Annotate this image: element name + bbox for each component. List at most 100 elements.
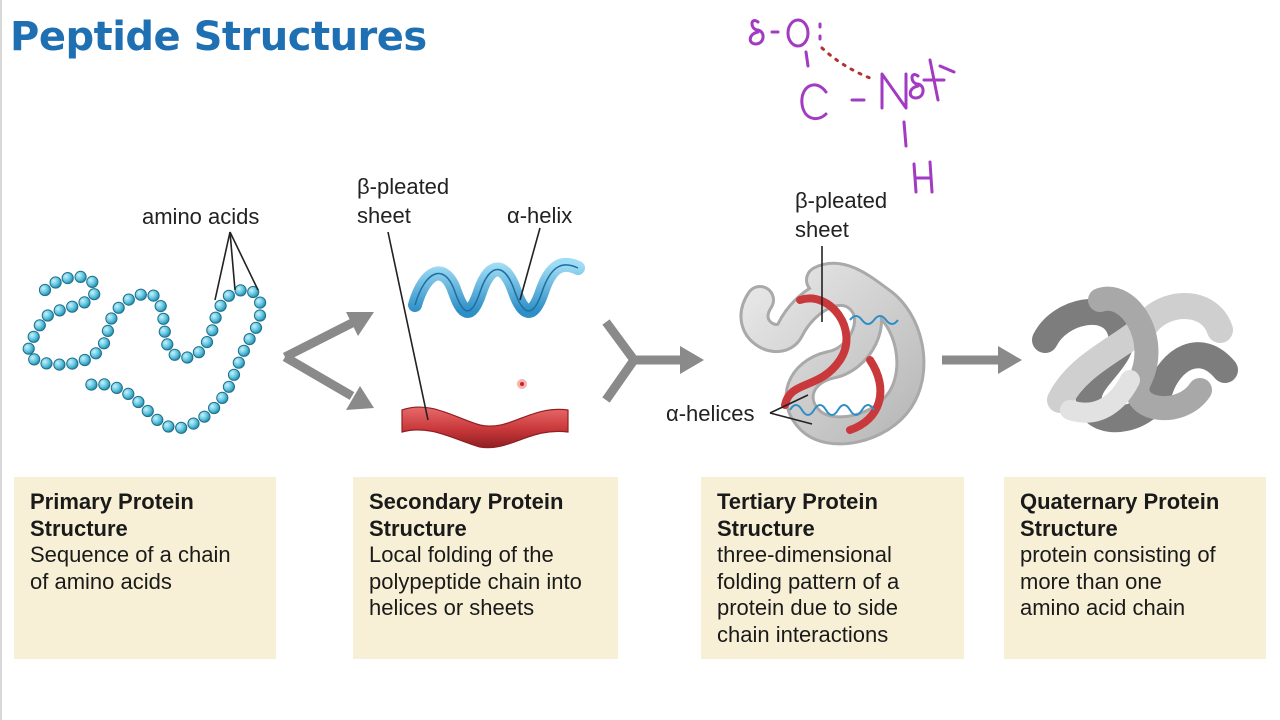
- amino-acid-bead: [234, 284, 247, 297]
- amino-acid-bead: [158, 325, 171, 338]
- amino-acid-bead: [254, 296, 267, 309]
- label-beta-sheet-secondary-1: β-pleated: [357, 174, 449, 199]
- amino-acid-bead: [74, 270, 87, 283]
- caption-quaternary-desc-1: protein consisting of: [1020, 542, 1216, 567]
- tertiary-structure: [739, 261, 926, 446]
- amino-acid-bead: [237, 344, 250, 357]
- amino-acid-bead: [162, 420, 175, 433]
- caption-tertiary-desc-1: three-dimensional: [717, 542, 892, 567]
- merge-arrow: [602, 319, 704, 403]
- amino-acid-bead: [175, 421, 188, 434]
- amino-acid-bead: [198, 410, 211, 423]
- amino-acid-bead: [181, 351, 194, 364]
- amino-acid-bead: [89, 347, 103, 360]
- amino-acid-bead: [61, 272, 74, 285]
- amino-acid-bead: [168, 348, 181, 361]
- amino-acid-bead: [209, 311, 222, 324]
- caption-quaternary-desc-3: amino acid chain: [1020, 595, 1186, 620]
- amino-acid-chain: [22, 270, 267, 434]
- caption-quaternary-desc-2: more than one: [1020, 568, 1162, 594]
- caption-primary-title-2: Structure: [30, 515, 128, 541]
- alpha-helix-ribbon: [408, 258, 585, 318]
- amino-acid-bead: [28, 353, 41, 366]
- amino-acid-bead: [112, 301, 125, 314]
- caption-tertiary-desc-2: folding pattern of a: [717, 568, 900, 594]
- quaternary-structure: [1032, 286, 1238, 433]
- amino-acid-bead: [243, 333, 256, 346]
- amino-acid-bead: [206, 324, 219, 337]
- amino-acid-bead: [78, 296, 91, 309]
- amino-acid-bead: [101, 324, 115, 337]
- label-alpha-helix: α-helix: [507, 203, 572, 228]
- split-arrow: [282, 312, 374, 410]
- label-alpha-helices: α-helices: [666, 401, 755, 426]
- amino-acid-bead: [66, 357, 79, 370]
- amino-acid-bead: [157, 312, 170, 325]
- amino-acid-bead: [222, 289, 235, 302]
- amino-acid-bead: [147, 289, 160, 302]
- amino-acid-bead: [253, 309, 267, 322]
- amino-acid-bead: [208, 401, 221, 415]
- amino-acids-pointer-lines: [214, 231, 259, 301]
- caption-tertiary: Tertiary Protein Structure three-dimensi…: [701, 477, 964, 659]
- caption-quaternary: Quaternary Protein Structure protein con…: [1004, 477, 1266, 659]
- amino-acid-bead: [78, 353, 91, 367]
- amino-acid-bead: [134, 288, 147, 301]
- amino-acid-bead: [141, 404, 154, 418]
- amino-acid-bead: [40, 357, 53, 370]
- amino-acid-bead: [49, 276, 62, 289]
- caption-secondary: Secondary Protein Structure Local foldin…: [353, 477, 618, 659]
- amino-acid-beads: [22, 270, 267, 434]
- amino-acid-bead: [66, 300, 79, 313]
- amino-acid-bead: [27, 330, 40, 343]
- amino-acid-bead: [192, 346, 205, 359]
- amino-acid-bead: [249, 321, 263, 334]
- amino-acid-bead: [22, 342, 35, 355]
- caption-quaternary-title-2: Structure: [1020, 515, 1118, 541]
- amino-acid-bead: [41, 309, 54, 322]
- amino-acid-bead: [85, 378, 98, 391]
- caption-tertiary-title-1: Tertiary Protein: [717, 489, 878, 514]
- caption-primary-desc-1: Sequence of a chain: [30, 542, 231, 567]
- slide-title: Peptide Structures: [10, 14, 427, 60]
- caption-tertiary-desc-4: chain interactions: [717, 621, 889, 647]
- amino-acid-bead: [86, 275, 99, 288]
- amino-acid-bead: [214, 299, 227, 312]
- amino-acid-bead: [38, 283, 52, 297]
- secondary-pointer-lines: [387, 227, 541, 421]
- amino-acid-bead: [122, 293, 135, 306]
- amino-acid-bead: [33, 319, 46, 332]
- caption-tertiary-desc-3: protein due to side: [717, 595, 899, 620]
- amino-acid-bead: [200, 336, 214, 349]
- amino-acid-bead: [151, 413, 164, 426]
- amino-acid-bead: [88, 288, 101, 301]
- label-beta-sheet-tertiary-2: sheet: [795, 217, 849, 242]
- amino-acid-bead: [105, 312, 118, 325]
- amino-acid-bead: [216, 391, 229, 404]
- amino-acid-bead: [232, 356, 245, 369]
- label-amino-acids: amino acids: [142, 204, 259, 229]
- caption-quaternary-title-1: Quaternary Protein: [1020, 489, 1220, 514]
- label-beta-sheet-tertiary-1: β-pleated: [795, 188, 887, 213]
- caption-primary-desc-2: of amino acids: [30, 568, 172, 594]
- caption-primary: Primary Protein Structure Sequence of a …: [14, 477, 276, 659]
- amino-acid-bead: [53, 304, 66, 317]
- amino-acid-bead: [110, 381, 123, 394]
- caption-tertiary-title-2: Structure: [717, 515, 815, 541]
- caption-secondary-desc-1: Local folding of the: [369, 542, 554, 567]
- amino-acid-bead: [161, 338, 174, 351]
- straight-arrow: [942, 346, 1022, 374]
- amino-acid-bead: [132, 395, 145, 409]
- caption-secondary-title-1: Secondary Protein: [369, 489, 564, 514]
- amino-acid-bead: [98, 378, 111, 391]
- amino-acid-bead: [227, 368, 241, 381]
- amino-acid-bead: [97, 337, 111, 350]
- caption-secondary-desc-2: polypeptide chain into: [369, 568, 582, 594]
- beta-sheet-ribbon: [401, 406, 569, 449]
- amino-acid-bead: [53, 358, 66, 371]
- amino-acid-bead: [187, 417, 200, 430]
- caption-primary-title-1: Primary Protein: [30, 489, 194, 514]
- amino-acid-bead: [122, 387, 135, 400]
- label-beta-sheet-secondary-2: sheet: [357, 203, 411, 228]
